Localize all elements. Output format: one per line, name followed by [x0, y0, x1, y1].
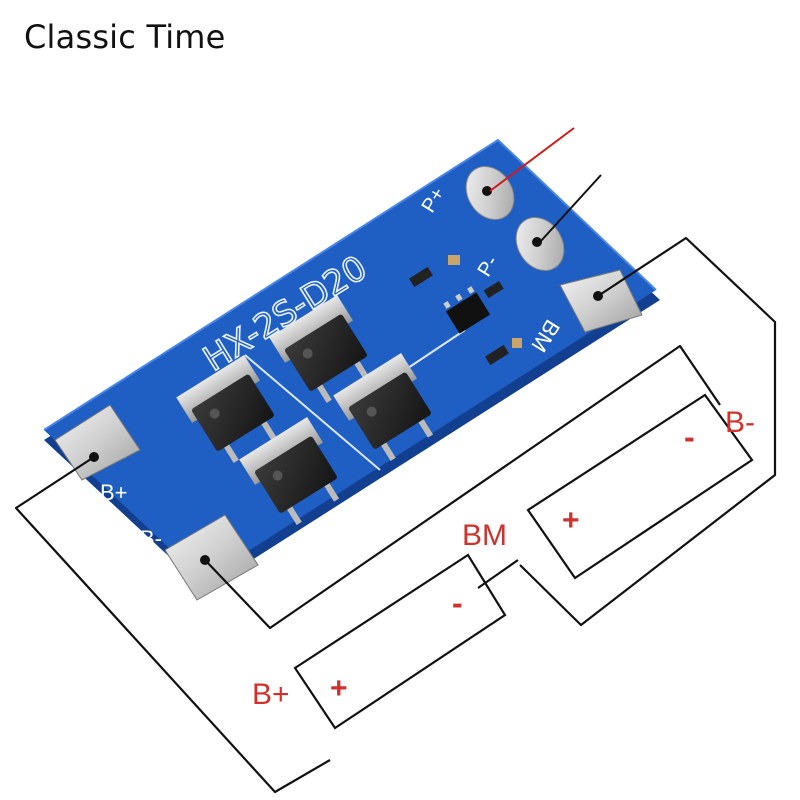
pad-p-plus [465, 166, 515, 220]
wire-b-minus [204, 344, 721, 630]
wire-cell-link [477, 559, 519, 589]
page-title: Classic Time [24, 18, 226, 56]
label-wire-b-minus: B- [725, 406, 755, 439]
wire-p-minus [539, 174, 602, 243]
label-wire-b-plus: B+ [252, 678, 290, 711]
battery-cell-lower [293, 553, 507, 730]
wire-b-plus [14, 456, 331, 794]
pad-bm [559, 269, 643, 333]
pad-p-minus [515, 217, 565, 271]
mosfet-q3 [239, 417, 340, 525]
label-wire-bm: BM [462, 519, 507, 552]
control-ic [443, 286, 491, 334]
smd-components [409, 255, 522, 366]
cell-upper-minus: - [684, 419, 695, 455]
wire-p-plus [489, 127, 575, 192]
cell-lower-minus: - [452, 585, 463, 621]
mosfet-q1 [176, 355, 277, 463]
mosfet-q2 [269, 295, 370, 403]
wire-bm [519, 236, 777, 627]
label-board-b-plus: B+ [100, 480, 128, 505]
cell-lower-plus: + [330, 672, 348, 705]
cell-upper-plus: + [562, 504, 580, 537]
label-board-b-minus: B- [140, 526, 162, 551]
mosfet-q4 [333, 353, 434, 461]
mosfet-group [176, 295, 434, 525]
battery-cell-upper [526, 393, 754, 580]
